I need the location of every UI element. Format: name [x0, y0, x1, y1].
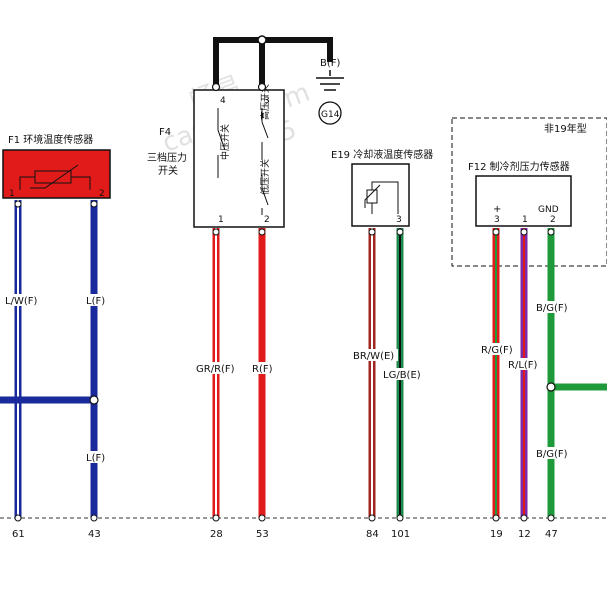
e19-thermistor-icon [364, 181, 399, 214]
f1-sensor-box [2, 149, 111, 199]
ground-icon [316, 70, 344, 91]
pin-84: 84 [366, 529, 379, 540]
bottom-terminals [14, 514, 555, 522]
f12-sensor-box [475, 175, 572, 227]
f4-title-2: 三档压力 [147, 151, 187, 164]
f4-sw-mid: 中压开关 [219, 124, 231, 160]
f1-pin1: 1 [9, 189, 15, 199]
wire-61-label: L/W(F) [5, 296, 37, 307]
wire-43-junction [89, 395, 99, 405]
f12-note: 非19年型 [544, 122, 587, 135]
wire-labels: L/W(F) L(F) L(F) GR/R(F) R(F) BR/W(E) LG… [4, 294, 575, 464]
pin-12: 12 [518, 529, 531, 540]
f4-pin2: 2 [264, 215, 270, 225]
wire-53-label: R(F) [252, 364, 273, 375]
wire-28-label: GR/R(F) [196, 364, 235, 375]
wire-19-label: R/G(F) [481, 345, 513, 356]
f1-pin2: 2 [99, 189, 105, 199]
wire-47-junction [546, 382, 556, 392]
f12-gnd: GND [538, 205, 559, 215]
wire-47-label-top: B/G(F) [536, 303, 568, 314]
f1-title: F1 环境温度传感器 [8, 133, 93, 146]
wire-43-label-bottom: L(F) [86, 453, 105, 464]
f1-thermistor-icon [19, 164, 91, 190]
e19-title: E19 冷却液温度传感器 [331, 148, 433, 161]
bf-junction [257, 35, 267, 45]
wire-12-label: R/L(F) [508, 360, 538, 371]
f12-pin2: 2 [550, 215, 556, 225]
f4-switch-contacts [217, 108, 269, 215]
wire-84-label: BR/W(E) [353, 351, 394, 362]
f4-pin3-terminal [257, 82, 267, 92]
f4-switch-box [193, 89, 285, 228]
pin-101: 101 [391, 529, 410, 540]
e19-sensor-box [351, 163, 410, 227]
f12-pin3: 3 [494, 215, 500, 225]
pin-53: 53 [256, 529, 269, 540]
f4-pin4-terminal [211, 82, 221, 92]
pin-47: 47 [545, 529, 558, 540]
bf-wire [213, 37, 333, 90]
f4-pin4: 4 [220, 96, 226, 106]
e19-pin3: 3 [396, 215, 402, 225]
bf-label: B(F) [320, 58, 341, 69]
pin-61: 61 [12, 529, 25, 540]
top-terminals [14, 200, 555, 236]
pin-numbers: 61 43 28 53 84 101 19 12 47 [12, 529, 558, 540]
f4-sw-high: 高压开关 [259, 84, 271, 120]
f12-plus: + [493, 204, 501, 215]
pin-19: 19 [490, 529, 503, 540]
pin-43: 43 [88, 529, 101, 540]
wire-47-label-bottom: B/G(F) [536, 449, 568, 460]
ground-g14-label: G14 [321, 110, 340, 120]
wire-101-label: LG/B(E) [383, 370, 421, 381]
ground-g14-badge [318, 101, 342, 125]
f12-optional-frame [451, 117, 607, 267]
f4-title: F4 [159, 127, 171, 138]
f12-title: F12 制冷剂压力传感器 [468, 160, 570, 173]
f12-pin1: 1 [522, 215, 528, 225]
f4-sw-low: 低压开关 [259, 159, 271, 195]
f4-pin3: 3 [264, 96, 270, 106]
f4-title-3: 开关 [158, 164, 178, 177]
pin-28: 28 [210, 529, 223, 540]
f4-pin1: 1 [218, 215, 224, 225]
wire-43-label-top: L(F) [86, 296, 105, 307]
